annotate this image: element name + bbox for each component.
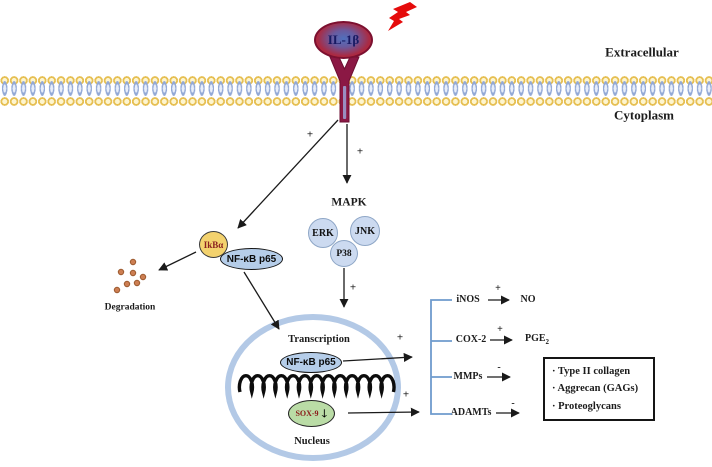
cytoplasm-label: Cytoplasm bbox=[614, 107, 674, 123]
sign-nfkb-output: + bbox=[396, 331, 404, 344]
degradation-label: Degradation bbox=[104, 302, 156, 313]
sign-mmps: - bbox=[497, 362, 501, 373]
ikb-alpha: IkBα bbox=[199, 231, 228, 258]
jnk-node: JNK bbox=[350, 216, 380, 246]
no-label: NO bbox=[520, 294, 536, 305]
sign-p38-to-nucleus: + bbox=[349, 281, 357, 294]
nfkb-p65-nucleus-label: NF-κB p65 bbox=[286, 357, 336, 368]
cell-membrane bbox=[0, 75, 712, 107]
mapk-title: MAPK bbox=[331, 196, 367, 209]
sox9-label: SOX-9 bbox=[295, 409, 319, 418]
nfkb-p65-cytoplasm: NF-κB p65 bbox=[220, 248, 283, 270]
sox9-node: SOX-9 ↓ bbox=[288, 400, 335, 427]
cox2-label: COX-2 bbox=[455, 334, 487, 345]
sign-sox9-output: + bbox=[402, 388, 410, 401]
pge2-subscript: 2 bbox=[545, 338, 550, 346]
targets-bracket bbox=[430, 299, 452, 415]
sign-adamts: - bbox=[511, 398, 515, 409]
p38-label: P38 bbox=[336, 248, 352, 259]
membrane-inner-leaflet bbox=[0, 96, 712, 107]
matrix-item-aggrecan: · Aggrecan (GAGs) bbox=[552, 383, 639, 395]
pge2-text: PGE bbox=[524, 333, 546, 344]
inos-label: iNOS bbox=[456, 294, 480, 305]
il1b-label: IL-1β bbox=[327, 32, 360, 47]
matrix-item-proteoglycans: · Proteoglycans bbox=[552, 400, 621, 412]
erk-label: ERK bbox=[312, 227, 334, 239]
arrow-receptor-to-ikb bbox=[237, 119, 339, 229]
matrix-item-collagen: · Type II collagen bbox=[552, 365, 631, 377]
mmps-label: MMPs bbox=[453, 371, 483, 382]
sign-inos: + bbox=[495, 283, 501, 294]
jnk-label: JNK bbox=[355, 225, 375, 237]
degradation-dots-icon bbox=[113, 258, 147, 294]
nucleus-label: Nucleus bbox=[294, 435, 330, 447]
ikb-alpha-label: IkBα bbox=[203, 239, 224, 250]
lightning-icon bbox=[388, 2, 417, 31]
pge2-label: PGE2 bbox=[525, 334, 549, 346]
sign-receptor-to-ikb: + bbox=[306, 128, 314, 141]
arrow-ikb-to-degradation bbox=[158, 251, 197, 271]
transcription-label: Transcription bbox=[288, 333, 350, 345]
sign-receptor-to-mapk: + bbox=[356, 145, 364, 158]
matrix-components-box: · Type II collagen · Aggrecan (GAGs) · P… bbox=[543, 357, 655, 421]
adamts-label: ADAMTs bbox=[450, 407, 492, 418]
extracellular-label: Extracellular bbox=[605, 44, 679, 60]
il1b-ligand: IL-1β bbox=[314, 21, 373, 59]
sign-cox2: + bbox=[497, 324, 503, 335]
down-arrow-icon: ↓ bbox=[318, 405, 330, 421]
p38-node: P38 bbox=[330, 240, 358, 267]
nfkb-p65-cytoplasm-label: NF-κB p65 bbox=[226, 253, 277, 265]
nfkb-p65-nucleus: NF-κB p65 bbox=[280, 352, 342, 373]
